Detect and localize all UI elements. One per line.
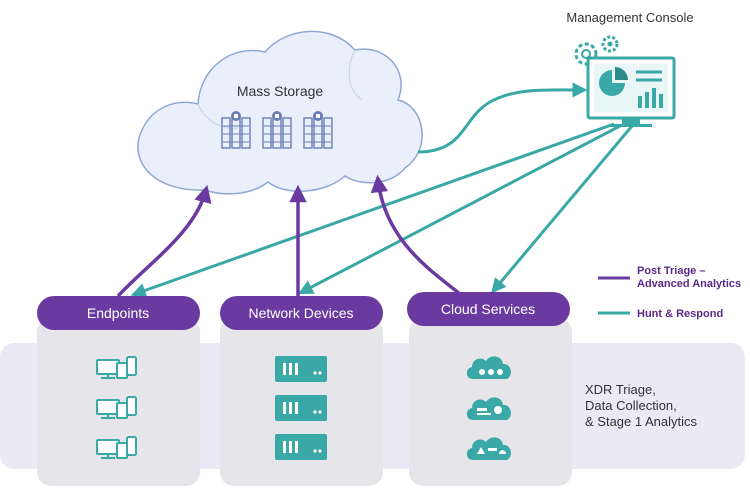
post-triage-arrow-endpoints bbox=[116, 184, 212, 298]
locked-server-icon bbox=[221, 111, 251, 149]
legend-label-line: Post Triage – bbox=[637, 265, 705, 277]
desktop-devices-icon bbox=[96, 396, 137, 419]
source-pill-endpoints: Endpoints bbox=[37, 296, 200, 330]
post-triage-arrow-cloud bbox=[370, 174, 462, 296]
cloud-google-salesforce-icon bbox=[466, 397, 511, 420]
cloud-apps-icon bbox=[466, 356, 511, 379]
source-label-cloud-services: Cloud Services bbox=[441, 301, 535, 317]
source-pill-network-devices: Network Devices bbox=[220, 296, 383, 330]
storage-to-console-arrow bbox=[417, 82, 588, 154]
server-unit-icon bbox=[275, 395, 327, 421]
legend-label-line: Advanced Analytics bbox=[637, 278, 741, 290]
triage-label-line: & Stage 1 Analytics bbox=[585, 414, 698, 429]
desktop-devices-icon bbox=[96, 356, 137, 379]
monitor-dashboard-icon bbox=[586, 56, 676, 127]
source-pill-cloud-services: Cloud Services bbox=[407, 292, 570, 326]
mass-storage-title: Mass Storage bbox=[237, 83, 324, 99]
hunt-respond-arrow-endpoints bbox=[130, 122, 615, 298]
server-unit-icon bbox=[275, 434, 327, 460]
cloud-aws-azure-icon bbox=[466, 437, 511, 460]
source-label-endpoints: Endpoints bbox=[87, 305, 149, 321]
hunt-respond-arrow-network bbox=[298, 124, 621, 295]
desktop-devices-icon bbox=[96, 436, 137, 459]
hunt-respond-arrow-cloud bbox=[491, 125, 634, 294]
legend: Post Triage – Advanced Analytics Hunt & … bbox=[598, 265, 741, 320]
management-console-title: Management Console bbox=[566, 10, 693, 25]
locked-server-icon bbox=[262, 111, 292, 149]
legend-label-line: Hunt & Respond bbox=[637, 308, 723, 320]
server-unit-icon bbox=[275, 356, 327, 382]
triage-label: XDR Triage, Data Collection, & Stage 1 A… bbox=[585, 382, 698, 429]
legend-label-hunt-respond: Hunt & Respond bbox=[637, 308, 723, 320]
gears-icon bbox=[574, 35, 619, 66]
locked-server-icon bbox=[303, 111, 333, 149]
triage-label-line: XDR Triage, bbox=[585, 382, 656, 397]
source-label-network-devices: Network Devices bbox=[248, 305, 353, 321]
triage-label-line: Data Collection, bbox=[585, 398, 677, 413]
legend-label-post-triage: Post Triage – Advanced Analytics bbox=[637, 265, 741, 290]
